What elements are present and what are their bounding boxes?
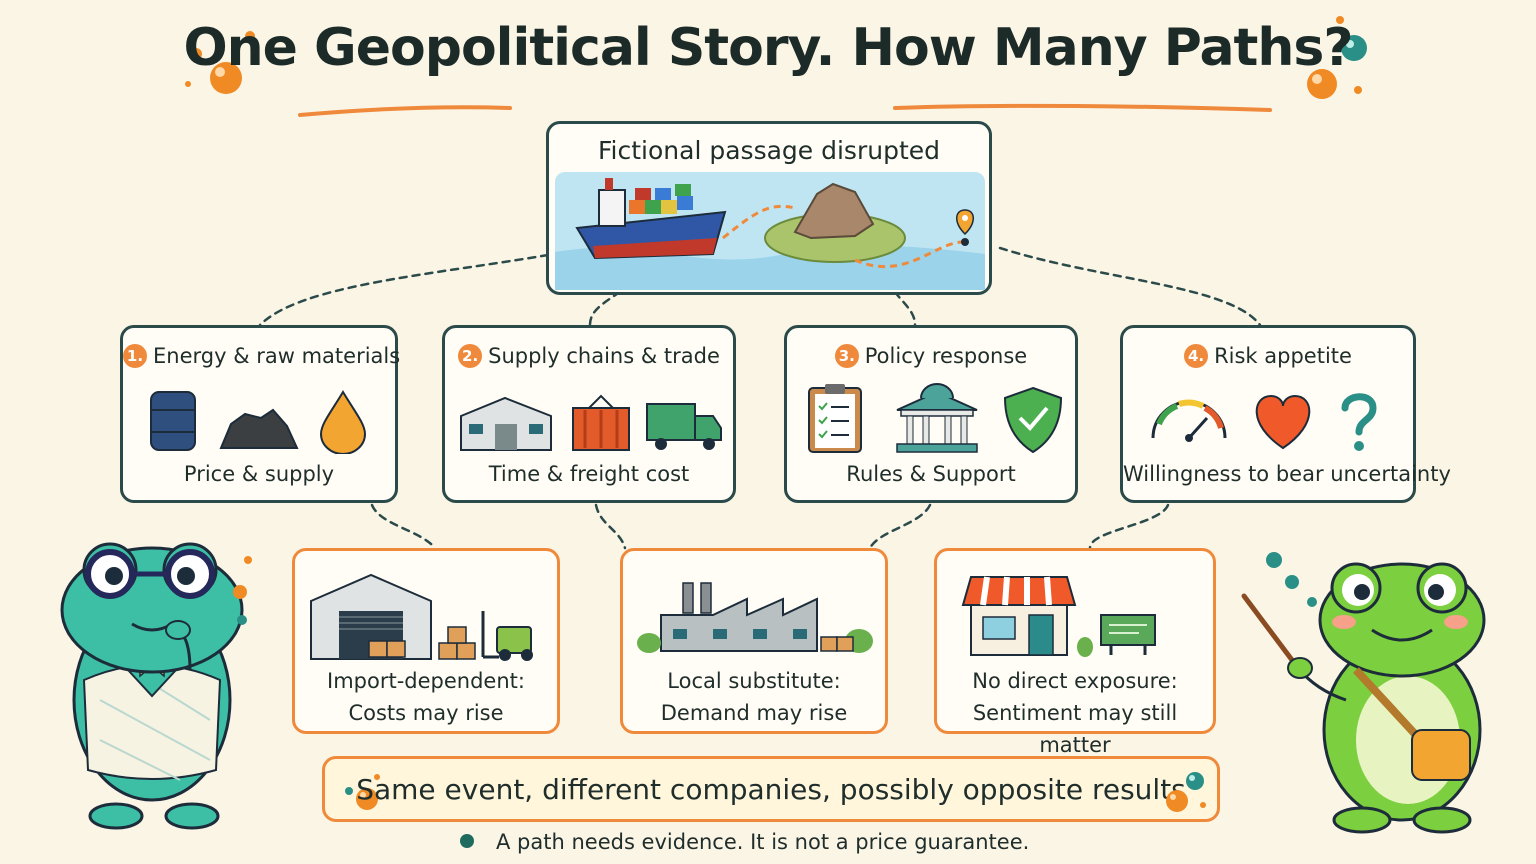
shield-check-icon <box>1003 386 1063 454</box>
conclusion-text: Same event, different companies, possibl… <box>356 773 1186 806</box>
factor-title: Supply chains & trade <box>488 344 720 368</box>
map-pin-icon <box>956 209 974 246</box>
factor-caption: Time & freight cost <box>488 462 690 486</box>
conclusion-banner: Same event, different companies, possibl… <box>322 756 1220 822</box>
title-underline-right <box>893 103 1272 112</box>
factor-caption: Price & supply <box>183 462 335 486</box>
warehouse-icon <box>310 573 432 660</box>
delivery-truck-icon <box>646 403 722 450</box>
factor-box-policy: 3.Policy response Rules & Support <box>784 325 1078 503</box>
rocky-island-icon <box>764 182 906 263</box>
factor-title: Energy & raw materials <box>153 344 401 368</box>
sign-board-icon <box>1100 614 1156 655</box>
factory-icon <box>660 582 818 652</box>
storefront-icon <box>961 576 1077 656</box>
oil-drop-icon <box>319 390 367 454</box>
page-title: One Geopolitical Story. How Many Paths? <box>183 18 1353 78</box>
title-underline-left <box>298 105 512 117</box>
heart-icon <box>1255 394 1311 450</box>
clipboard-checklist-icon <box>808 384 862 453</box>
outcome-box-import-dependent: Import-dependent: Costs may rise <box>292 548 560 734</box>
connector-event-factor-3 <box>893 290 917 327</box>
gauge-icon <box>1151 399 1227 442</box>
boxes-icon <box>820 636 854 652</box>
outcome-label: Local substitute: <box>667 669 841 693</box>
government-building-icon <box>896 383 978 453</box>
oil-barrel-icon <box>150 391 196 451</box>
cargo-ship-icon <box>575 178 727 260</box>
bubbles-icon <box>1166 772 1206 812</box>
factor-box-energy: 1.Energy & raw materials Price & supply <box>120 325 401 503</box>
dashed-route-icon <box>722 204 964 268</box>
outcome-label: No direct exposure: <box>972 669 1178 693</box>
warehouse-icon <box>460 396 552 451</box>
coal-pile-icon <box>219 408 299 449</box>
connector-event-factor-4 <box>998 246 1262 327</box>
frog-with-pointer-stick-icon <box>1241 552 1486 834</box>
bubbles-icon <box>345 774 380 810</box>
connector-event-factor-1 <box>258 253 550 327</box>
factor-caption: Willingness to bear uncertainty <box>1123 462 1451 486</box>
event-box: Fictional passage disrupted <box>546 121 992 295</box>
bullet-dot-icon <box>460 834 474 848</box>
connector-factor-2-outcome-2 <box>594 503 627 550</box>
connector-event-factor-2 <box>588 290 622 327</box>
outcome-label: Import-dependent: <box>327 669 525 693</box>
outcome-effect: Sentiment may still matter <box>972 701 1178 757</box>
factor-title: Policy response <box>864 344 1028 368</box>
factor-box-risk: 4.Risk appetite Willingness to bear unce… <box>1120 325 1451 503</box>
outcome-effect: Costs may rise <box>348 701 504 725</box>
factor-title: Risk appetite <box>1214 344 1352 368</box>
question-mark-icon <box>1341 393 1377 451</box>
outcome-box-local-substitute: Local substitute: Demand may rise <box>620 548 888 734</box>
frog-with-glasses-thinking-icon <box>60 542 252 830</box>
factor-box-supply-chains: 2.Supply chains & trade Time & freight c… <box>442 325 736 503</box>
step-badge-1: 1. <box>123 344 147 368</box>
bubbles-right-icon <box>1307 16 1367 99</box>
connector-factor-4-outcome-3 <box>1088 503 1170 550</box>
outcome-effect: Demand may rise <box>660 701 848 725</box>
outcome-box-no-exposure: No direct exposure: Sentiment may still … <box>934 548 1216 757</box>
connector-factor-3-outcome-2 <box>868 503 932 550</box>
event-illustration <box>555 172 985 290</box>
step-badge-3: 3. <box>834 344 859 368</box>
shipping-container-icon <box>572 394 630 451</box>
factor-caption: Rules & Support <box>846 462 1016 486</box>
step-badge-4: 4. <box>1184 344 1209 368</box>
footnote-text: A path needs evidence. It is not a price… <box>496 830 1030 854</box>
step-badge-2: 2. <box>458 344 483 368</box>
bubbles-left-icon <box>185 31 255 94</box>
pointer-stick-icon <box>1241 593 1301 671</box>
event-label: Fictional passage disrupted <box>598 136 940 165</box>
forklift-icon <box>481 611 533 661</box>
boxes-icon <box>368 626 476 660</box>
connector-factor-1-outcome-1 <box>370 503 437 550</box>
satchel-icon <box>1411 729 1471 781</box>
